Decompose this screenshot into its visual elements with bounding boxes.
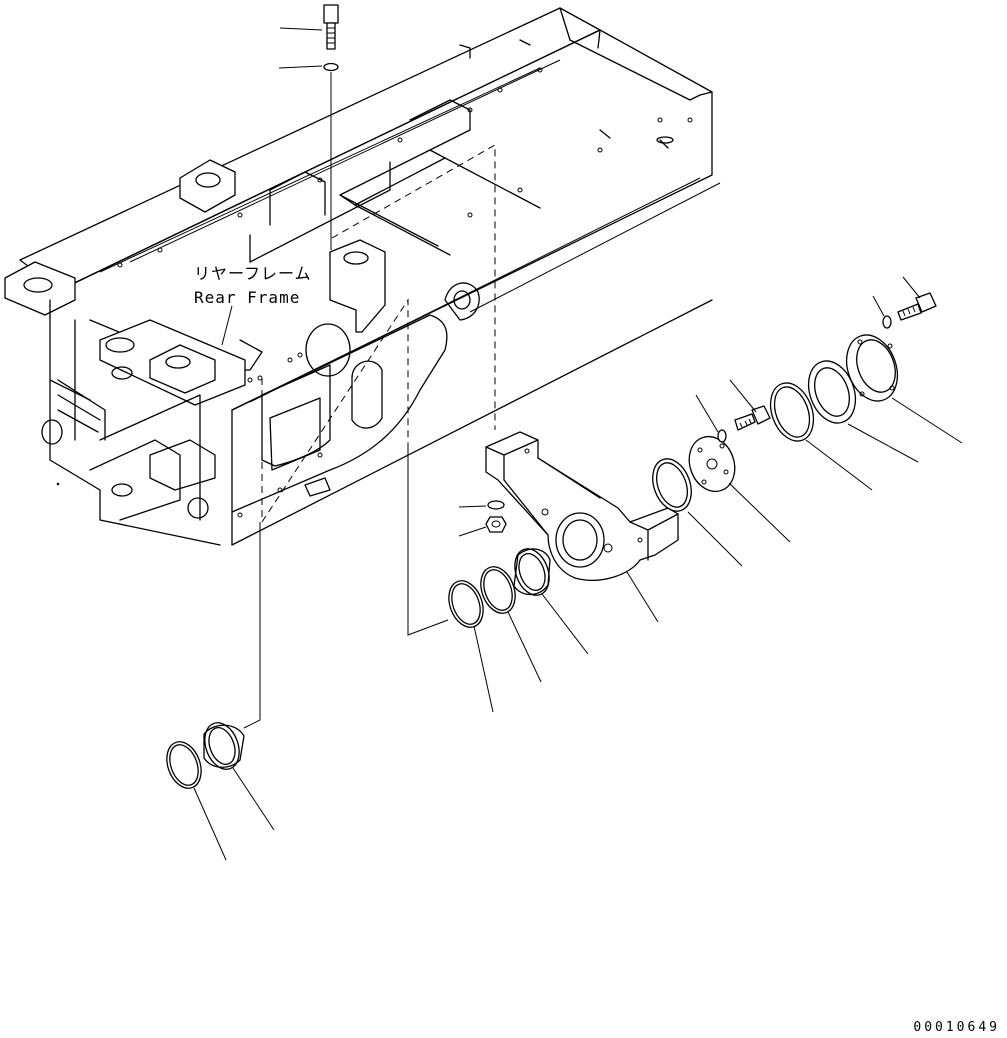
frame-label-en: Rear Frame — [194, 288, 300, 307]
top-washer — [323, 62, 339, 72]
dashed-assembly-line-bore — [261, 298, 409, 524]
drawing-code: 00010649 — [913, 1020, 1000, 1035]
leader-top-bolt — [279, 27, 323, 31]
stray-mark — [56, 482, 60, 486]
leader-center-nut — [458, 526, 487, 537]
leader-cover-washer — [872, 295, 885, 317]
leader-plate-bolt — [729, 379, 757, 413]
bushing-center — [513, 548, 551, 596]
rear-frame — [4, 7, 713, 546]
leader-top-washer — [278, 65, 323, 69]
end-cover — [845, 334, 899, 402]
leader-end-cover — [891, 397, 963, 444]
center-nut — [485, 516, 507, 533]
o-ring-center-2 — [480, 566, 516, 614]
leader-bushing-center — [541, 593, 589, 655]
leader-thrust-plate — [728, 482, 791, 543]
leader-cover-bolt — [902, 276, 921, 299]
plate-bolt — [734, 405, 771, 431]
o-ring-front — [166, 741, 202, 789]
center-washer — [487, 500, 505, 510]
frame-label-leader — [221, 305, 233, 346]
bushing-front — [203, 722, 245, 770]
assembly-line-orings — [407, 445, 449, 636]
leader-gasket — [847, 423, 919, 463]
leader-bracket-arm — [626, 571, 659, 623]
cover-washer — [882, 315, 892, 329]
dashed-assembly-line-bracket — [331, 144, 496, 430]
frame-label-jp: リヤーフレーム — [194, 264, 312, 283]
top-bolt — [323, 4, 339, 50]
leader-o-ring-arm-right — [687, 511, 743, 567]
leader-plate-washer — [695, 394, 719, 433]
shim-ring — [769, 382, 815, 442]
assembly-line-pin-boss — [469, 182, 721, 313]
assembly-line-front-bushing — [243, 522, 261, 729]
leader-shim-ring — [805, 439, 873, 491]
o-ring-arm-right — [652, 458, 692, 512]
thrust-plate — [688, 435, 736, 493]
cover-bolt — [897, 292, 937, 321]
leader-o-ring-center-1 — [473, 625, 494, 713]
bracket-arm — [485, 431, 679, 581]
leader-o-ring-center-2 — [507, 611, 542, 683]
plate-washer — [717, 429, 727, 443]
leader-bushing-front — [232, 767, 275, 831]
leader-o-ring-front — [193, 787, 227, 861]
leader-center-washer — [458, 505, 487, 508]
